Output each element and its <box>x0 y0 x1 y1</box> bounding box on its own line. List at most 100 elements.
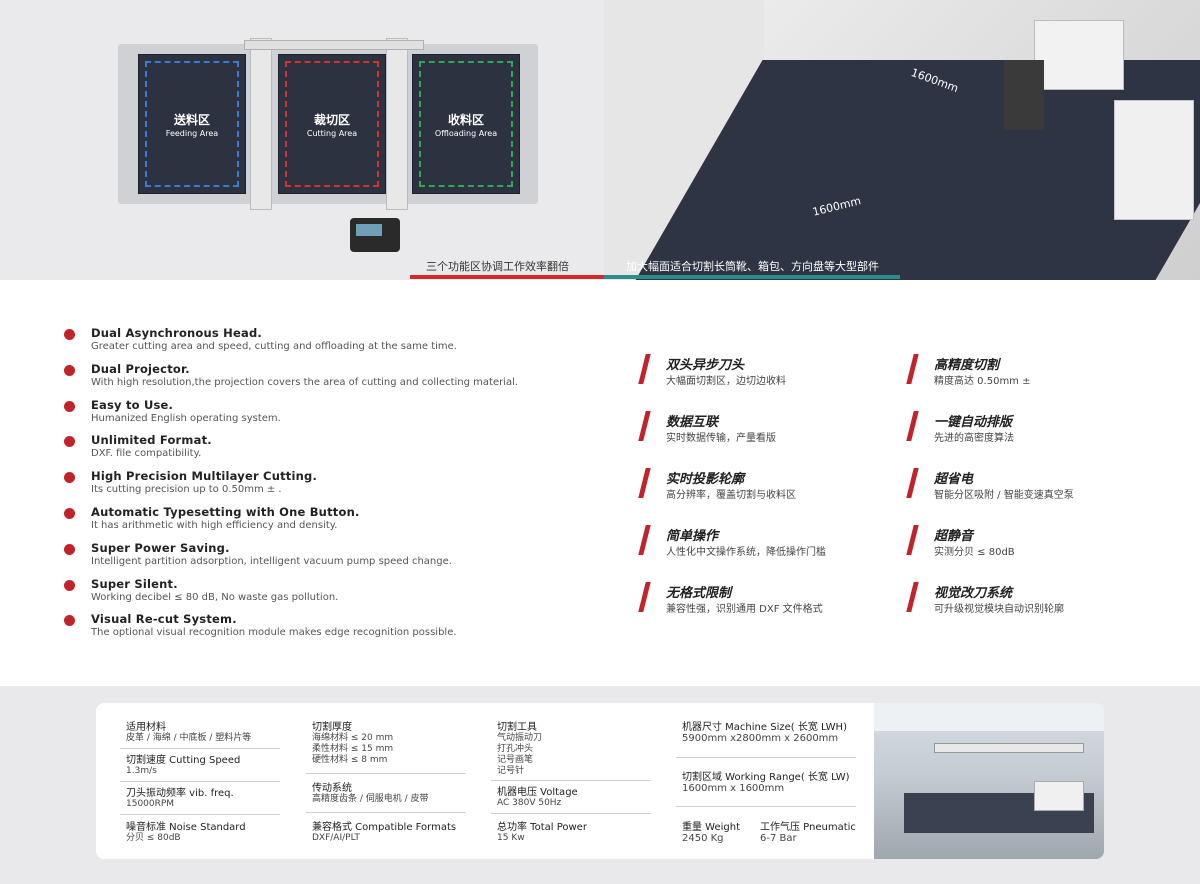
spec-power: 总功率 Total Power 15 Kw <box>497 822 587 844</box>
spec-machine-size: 机器尺寸 Machine Size( 长宽 LWH) 5900mm x2800m… <box>682 722 847 744</box>
spec-value: 6-7 Bar <box>760 833 797 844</box>
bullet-dot <box>64 472 75 484</box>
feature-item: Dual Projector.With high resolution,the … <box>64 362 584 398</box>
bullet-dot <box>64 579 75 591</box>
cn-feature-item: 双头异步刀头大幅面切割区，边切边收料 <box>638 354 872 411</box>
spec-label: 机器尺寸 Machine Size( 长宽 LWH) <box>682 722 847 733</box>
control-panel <box>350 218 400 252</box>
spec-value: 柔性材料 ≤ 15 mm <box>312 744 394 754</box>
cn-feature-item: 超静音实测分贝 ≤ 80dB <box>906 525 1140 582</box>
spec-value: 皮革 / 海绵 / 中底板 / 塑料片等 <box>126 733 252 743</box>
spec-voltage: 机器电压 Voltage AC 380V 50Hz <box>497 787 578 809</box>
spec-label: 切割工具 <box>497 722 537 733</box>
cutting-head <box>1034 20 1124 90</box>
feature-item: Easy to Use.Humanized English operating … <box>64 398 584 434</box>
spec-label: 切割速度 Cutting Speed <box>126 755 241 766</box>
feeding-area-cn: 送料区 <box>173 113 210 127</box>
spec-divider <box>676 757 856 758</box>
spec-value: 高精度齿条 / 伺服电机 / 皮带 <box>312 794 429 804</box>
feature-desc: It has arithmetic with high efficiency a… <box>91 519 338 531</box>
feature-title: Dual Projector. <box>91 361 190 376</box>
feature-list-english: Dual Asynchronous Head.Greater cutting a… <box>64 326 584 648</box>
spec-label: 重量 Weight <box>682 822 741 833</box>
feature-desc: Greater cutting area and speed, cutting … <box>91 341 457 352</box>
feature-desc: Humanized English operating system. <box>91 412 281 424</box>
feeding-area-zone: 送料区 Feeding Area <box>138 54 246 194</box>
spec-divider <box>120 748 280 749</box>
caption-left: 三个功能区协调工作效率翻倍 <box>426 260 569 273</box>
feature-title: Super Silent. <box>91 576 178 591</box>
cn-feature-item: 一键自动排版先进的高密度算法 <box>906 411 1140 468</box>
factory-gantry <box>934 743 1084 753</box>
red-slash-mark <box>906 411 919 441</box>
cutting-area-dash <box>285 61 379 187</box>
spec-value: 1600mm x 1600mm <box>682 783 785 794</box>
large-format-machine-image: 1600mm 1600mm <box>604 0 1200 280</box>
cn-feature-title: 数据互联 <box>666 415 719 430</box>
feature-title: Dual Asynchronous Head. <box>91 326 262 340</box>
cn-feature-title: 视觉改刀系统 <box>934 586 1013 601</box>
tool-holder <box>1004 60 1044 130</box>
spec-formats: 兼容格式 Compatible Formats DXF/AI/PLT <box>312 822 456 844</box>
feature-desc: With high resolution,the projection cove… <box>91 376 519 388</box>
offloading-area-en: Offloading Area <box>434 129 498 138</box>
red-slash-mark <box>638 354 651 384</box>
feature-title: Super Power Saving. <box>91 540 230 555</box>
feature-item: Automatic Typesetting with One Button.It… <box>64 505 584 541</box>
feature-desc: The optional visual recognition module m… <box>91 627 457 639</box>
spec-label: 兼容格式 Compatible Formats <box>312 822 457 833</box>
feature-item: Visual Re-cut System.The optional visual… <box>64 612 584 648</box>
caption-right: 加大幅面适合切割长筒靴、箱包、方向盘等大型部件 <box>626 260 879 273</box>
gantry-left <box>250 38 272 210</box>
cn-feature-item: 超省电智能分区吸附 / 智能变速真空泵 <box>906 468 1140 525</box>
cn-feature-item: 无格式限制兼容性强，识别通用 DXF 文件格式 <box>638 582 872 639</box>
caption-bar-red <box>410 275 604 279</box>
spec-value: DXF/AI/PLT <box>312 833 360 843</box>
bullet-dot <box>64 400 75 412</box>
spec-value: 2450 Kg <box>682 833 724 844</box>
cn-feature-item: 数据互联实时数据传输，产量看版 <box>638 411 872 468</box>
feature-title: Automatic Typesetting with One Button. <box>91 504 360 519</box>
spec-label: 切割区域 Working Range( 长宽 LW) <box>682 772 850 783</box>
feature-list-chinese-left: 双头异步刀头大幅面切割区，边切边收料 数据互联实时数据传输，产量看版 实时投影轮… <box>638 354 872 639</box>
cutting-area-en: Cutting Area <box>306 129 358 138</box>
spec-label: 刀头振动频率 vib. freq. <box>126 788 234 799</box>
gantry-bar <box>244 40 424 50</box>
spec-divider <box>491 813 651 814</box>
spec-value: 硬性材料 ≤ 8 mm <box>312 755 388 765</box>
cn-feature-item: 实时投影轮廓高分辨率，覆盖切割与收料区 <box>638 468 872 525</box>
spec-value: 打孔冲头 <box>497 744 534 754</box>
spec-label: 传动系统 <box>312 783 352 794</box>
cn-feature-item: 高精度切割精度高达 0.50mm ± <box>906 354 1140 411</box>
red-slash-mark <box>906 525 919 555</box>
spec-weight: 重量 Weight 2450 Kg <box>682 822 740 844</box>
offloading-area-dash <box>419 61 513 187</box>
cn-feature-desc: 精度高达 0.50mm ± <box>934 376 1031 387</box>
spec-label: 总功率 Total Power <box>497 822 587 833</box>
bullet-dot <box>64 507 75 519</box>
spec-drive: 传动系统 高精度齿条 / 伺服电机 / 皮带 <box>312 783 429 805</box>
top-banner: 送料区 Feeding Area 裁切区 Cutting Area 收料区 Of… <box>0 0 1200 280</box>
spec-divider <box>676 806 856 807</box>
spec-value: 海绵材料 ≤ 20 mm <box>312 733 394 743</box>
feature-item: High Precision Multilayer Cutting.Its cu… <box>64 469 584 505</box>
cn-feature-title: 一键自动排版 <box>934 415 1013 430</box>
cn-feature-item: 视觉改刀系统可升级视觉模块自动识别轮廓 <box>906 582 1140 639</box>
cn-feature-desc: 人性化中文操作系统，降低操作门槛 <box>666 547 826 558</box>
bullet-dot <box>64 364 75 376</box>
cn-feature-title: 超静音 <box>934 529 974 544</box>
cn-feature-item: 简单操作人性化中文操作系统，降低操作门槛 <box>638 525 872 582</box>
spec-label: 适用材料 <box>126 722 166 733</box>
spec-noise: 噪音标准 Noise Standard 分贝 ≤ 80dB <box>126 822 246 844</box>
cn-feature-desc: 智能分区吸附 / 智能变速真空泵 <box>934 490 1074 501</box>
feature-item: Super Power Saving.Intelligent partition… <box>64 541 584 577</box>
spec-thickness: 切割厚度 海绵材料 ≤ 20 mm 柔性材料 ≤ 15 mm 硬性材料 ≤ 8 … <box>312 722 393 766</box>
spec-frequency: 刀头振动频率 vib. freq. 15000RPM <box>126 788 234 810</box>
spec-label: 噪音标准 Noise Standard <box>126 822 246 833</box>
cutting-area-cn: 裁切区 <box>313 113 350 127</box>
feeding-area-en: Feeding Area <box>165 129 219 138</box>
spec-value: 分贝 ≤ 80dB <box>126 833 181 843</box>
caption-bar-teal <box>604 275 900 279</box>
offloading-area-cn: 收料区 <box>447 113 484 127</box>
cn-feature-title: 简单操作 <box>666 529 719 544</box>
